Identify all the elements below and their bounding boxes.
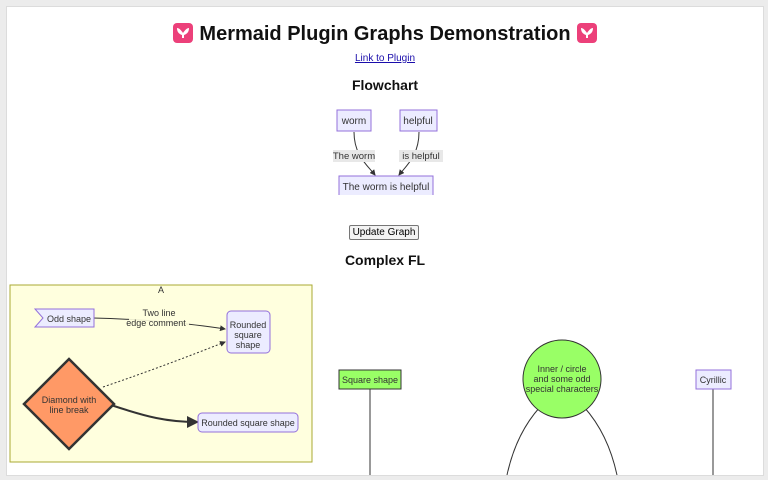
edge-label-helpful: is helpful	[399, 150, 443, 162]
edge-label-worm: The worm	[333, 150, 375, 162]
node-cyrillic: Cyrillic	[695, 369, 732, 475]
node-worm: worm	[336, 109, 372, 132]
edge-diamond-to-rounded-dotted	[102, 341, 226, 388]
complex-flowchart-diagram: A Two line edge comment Odd shape Rounde…	[9, 284, 732, 475]
svg-text:Two line: Two line	[142, 308, 175, 318]
svg-text:and some odd: and some odd	[533, 374, 590, 384]
mermaid-logo-icon	[576, 23, 597, 43]
page-title-text: Mermaid Plugin Graphs Demonstration	[199, 23, 571, 45]
node-worm-label: worm	[341, 116, 366, 127]
node-rounded-square: Rounded square shape	[226, 310, 271, 354]
page-title: Mermaid Plugin Graphs Demonstration	[7, 23, 763, 46]
svg-text:Inner / circle: Inner / circle	[537, 364, 586, 374]
node-diamond: Diamond with line break	[22, 357, 116, 451]
page: Mermaid Plugin Graphs Demonstration Link…	[6, 6, 764, 476]
node-helpful: helpful	[399, 109, 438, 132]
node-rounded-square-wide: Rounded square shape	[197, 412, 299, 433]
edge-diamond-to-rounded-wide-thick	[110, 404, 199, 428]
node-odd-shape: Odd shape	[33, 308, 95, 328]
node-result: The worm is helpful	[338, 175, 434, 195]
complex-heading: Complex FL	[344, 252, 426, 268]
subgraph-a-label: A	[158, 285, 164, 295]
update-graph-button[interactable]: Update Graph	[349, 225, 419, 240]
node-helpful-label: helpful	[403, 116, 432, 127]
svg-text:square: square	[234, 330, 262, 340]
node-odd-shape-label: Odd shape	[47, 314, 91, 324]
node-square-shape: Square shape	[338, 369, 402, 475]
flowchart-heading: Flowchart	[351, 77, 419, 93]
svg-text:Rounded: Rounded	[230, 320, 267, 330]
svg-text:Cyrillic: Cyrillic	[700, 375, 727, 385]
svg-text:shape: shape	[236, 340, 261, 350]
svg-text:Square shape: Square shape	[342, 375, 398, 385]
svg-text:edge comment: edge comment	[126, 318, 186, 328]
svg-text:special characters: special characters	[526, 384, 599, 394]
flowchart-diagram: worm helpful The worm is helpful The wor…	[333, 109, 443, 195]
edge-comment-label: Two line edge comment	[126, 307, 189, 329]
plugin-link[interactable]: Link to Plugin	[354, 53, 416, 64]
node-inner-circle: Inner / circle and some odd special char…	[506, 339, 618, 475]
mermaid-logo-icon	[173, 23, 194, 43]
svg-text:is helpful: is helpful	[402, 151, 440, 162]
svg-text:Diamond with: Diamond with	[42, 395, 97, 405]
svg-text:Rounded square shape: Rounded square shape	[201, 418, 295, 428]
svg-text:The worm: The worm	[333, 151, 375, 162]
node-result-label: The worm is helpful	[343, 182, 430, 193]
plugin-link-row: Link to Plugin	[7, 53, 763, 64]
svg-text:line break: line break	[49, 405, 89, 415]
